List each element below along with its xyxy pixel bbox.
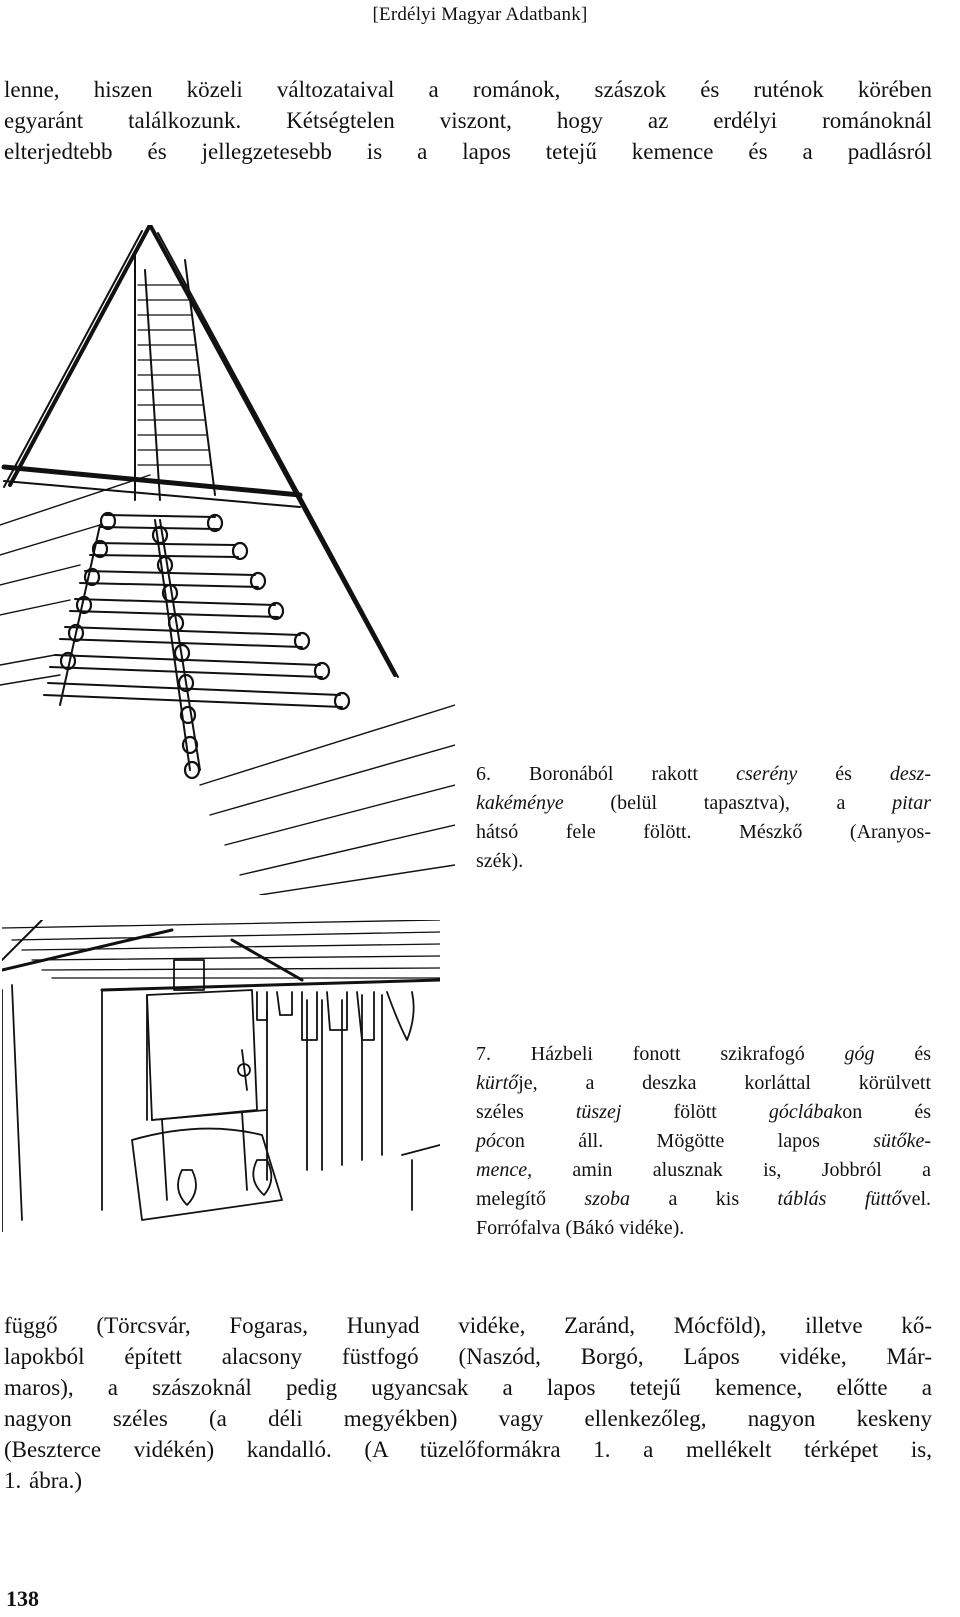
caption-line: kakéménye (belül tapasztva), a pitar xyxy=(476,792,931,814)
caption-line: kürtője, a deszka korláttal körülvett xyxy=(476,1072,931,1094)
text-line: maros), a szászoknál pedig ugyancsak a l… xyxy=(4,1375,932,1400)
text-line: (Beszterce vidékén) kandalló. (A tüzelőf… xyxy=(4,1437,932,1462)
text-line: lapokból épített alacsony füstfogó (Nasz… xyxy=(4,1344,932,1369)
caption-line: mence, amin alusznak is, Jobbról a xyxy=(476,1159,931,1181)
figure-7-caption: 7. Házbeli fonott szikrafogó góg és kürt… xyxy=(476,1040,931,1243)
text-line: lenne, hiszen közeli változataival a rom… xyxy=(4,77,932,102)
stove-interior-drawing xyxy=(2,920,440,1232)
text-line: függő (Törcsvár, Fogaras, Hunyad vidéke,… xyxy=(4,1313,932,1338)
page-header: [Erdélyi Magyar Adatbank] xyxy=(372,4,588,25)
caption-line: hátsó fele fölött. Mészkő (Aranyos- xyxy=(476,821,931,843)
text-line: 1. ábra.) xyxy=(4,1468,82,1493)
text-line: elterjedtebb és jellegzetesebb is a lapo… xyxy=(4,139,932,164)
figure-6-caption: 6. Boronából rakott cserény és desz- kak… xyxy=(476,760,931,876)
paragraph-top: lenne, hiszen közeli változataival a rom… xyxy=(4,74,932,167)
caption-line: 7. Házbeli fonott szikrafogó góg és xyxy=(476,1043,931,1065)
caption-line: 6. Boronából rakott cserény és desz- xyxy=(476,763,931,785)
page-number: 138 xyxy=(6,1586,39,1611)
caption-line: széles tüszej fölött góclábakon és xyxy=(476,1101,931,1123)
caption-line: pócon áll. Mögötte lapos sütőke- xyxy=(476,1130,931,1152)
text-line: nagyon széles (a déli megyékben) vagy el… xyxy=(4,1406,932,1431)
caption-line: szék). xyxy=(476,850,524,872)
paragraph-bottom: függő (Törcsvár, Fogaras, Hunyad vidéke,… xyxy=(4,1310,932,1496)
caption-line: Forrófalva (Bákó vidéke). xyxy=(476,1217,685,1239)
caption-line: melegítő szoba a kis táblás füttővel. xyxy=(476,1188,932,1210)
text-line: egyaránt találkozunk. Kétségtelen viszon… xyxy=(4,108,932,133)
chimney-drawing xyxy=(0,225,455,895)
